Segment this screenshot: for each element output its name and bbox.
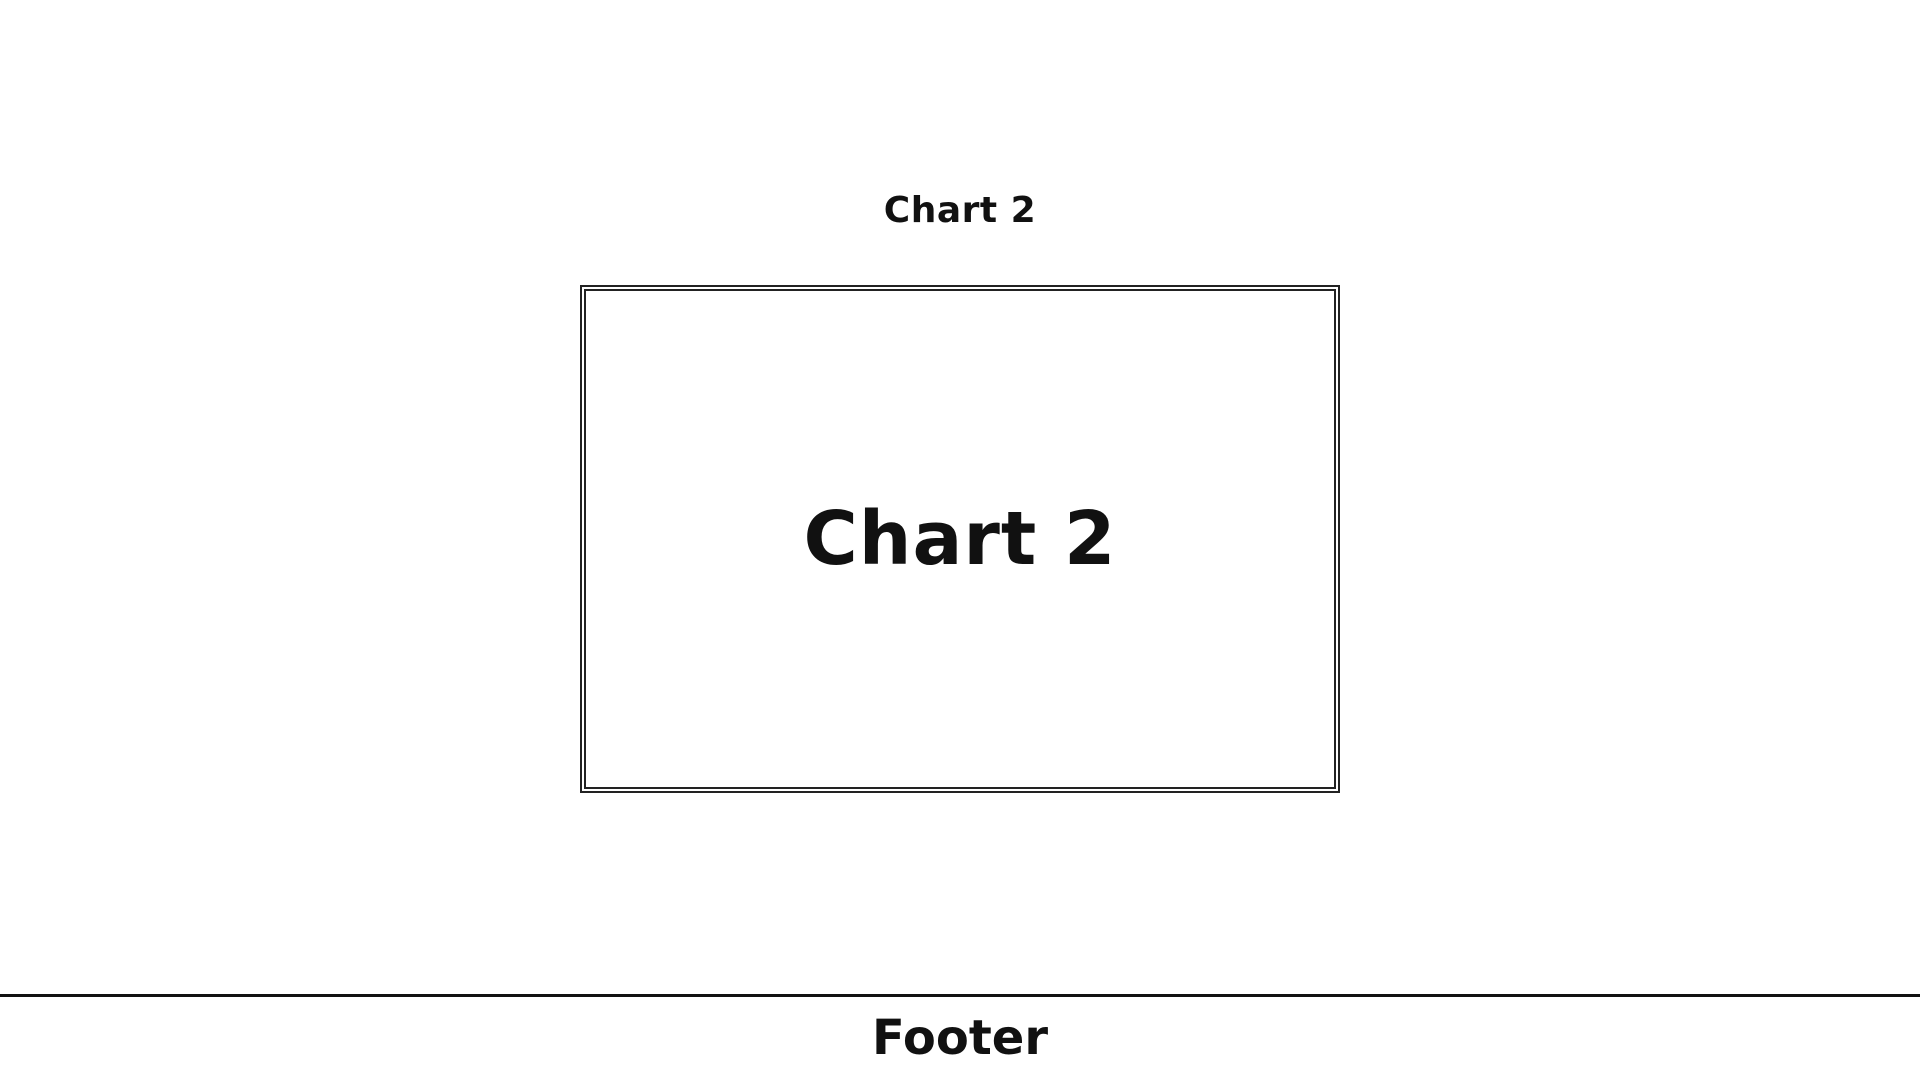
chart-placeholder-frame: Chart 2 <box>580 285 1340 793</box>
section-title: Chart 2 <box>883 190 1037 231</box>
footer-label: Footer <box>872 1010 1048 1066</box>
chart-placeholder-label: Chart 2 <box>803 496 1117 582</box>
footer-divider <box>0 994 1920 997</box>
